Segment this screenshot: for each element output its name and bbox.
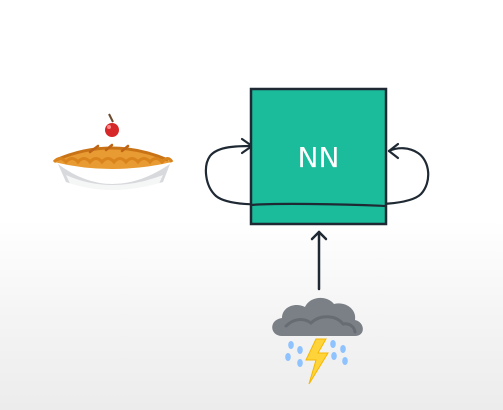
- nn-node: NN: [249, 87, 388, 226]
- storm-cloud-icon: [272, 297, 363, 385]
- pie-icon: [52, 113, 174, 193]
- nn-label: NN: [298, 141, 340, 174]
- input-arrow: [310, 230, 328, 291]
